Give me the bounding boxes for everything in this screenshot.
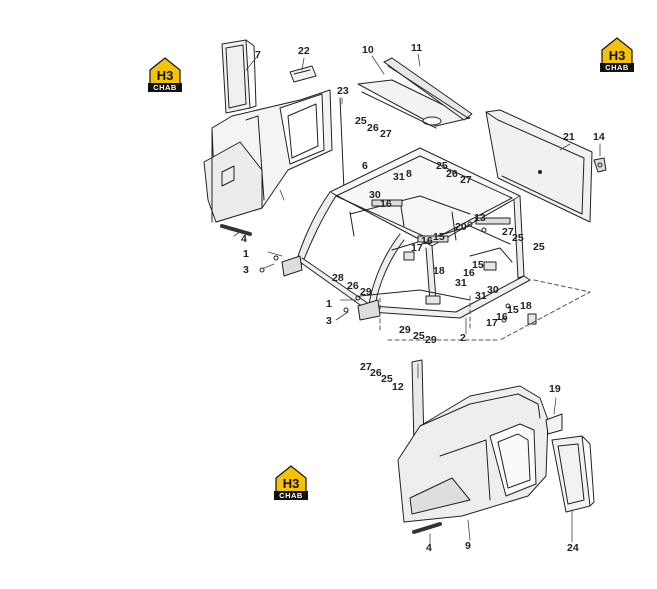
part-2-main-frame bbox=[259, 147, 537, 325]
part-label: 27 bbox=[380, 128, 392, 140]
part-19-plate bbox=[545, 413, 563, 435]
part-label: 29 bbox=[399, 324, 411, 336]
part-label: 27 bbox=[360, 361, 372, 373]
brand-logo: H3 CHAB bbox=[148, 56, 182, 92]
brand-logo: H3 CHAB bbox=[274, 464, 308, 500]
part-label: 25 bbox=[355, 115, 367, 127]
logo-mark: H3 bbox=[283, 476, 300, 491]
logo-mark: H3 bbox=[157, 68, 174, 83]
leader-lines bbox=[233, 53, 601, 545]
part-label: 19 bbox=[549, 383, 561, 395]
part-24-side-cover bbox=[551, 435, 595, 513]
part-label: 30 bbox=[487, 284, 499, 296]
part-label: 23 bbox=[337, 85, 349, 97]
part-label: 25 bbox=[381, 373, 393, 385]
part-label: 26 bbox=[367, 122, 379, 134]
part-label: 8 bbox=[406, 168, 412, 180]
part-label: 25 bbox=[436, 160, 448, 172]
part-7-cover-panel bbox=[221, 39, 257, 114]
part-label: 4 bbox=[426, 542, 432, 554]
part-label: 3 bbox=[243, 264, 249, 276]
part-label: 28 bbox=[332, 272, 344, 284]
part-label: 3 bbox=[326, 315, 332, 327]
part-label: 7 bbox=[255, 49, 261, 61]
part-label: 12 bbox=[392, 381, 404, 393]
part-label: 30 bbox=[369, 189, 381, 201]
part-9-lower-side-panel bbox=[397, 385, 549, 523]
part-label: 26 bbox=[370, 367, 382, 379]
part-label: 1 bbox=[243, 248, 249, 260]
part-label: 27 bbox=[502, 226, 514, 238]
part-label: 6 bbox=[362, 160, 368, 172]
logo-text: CHAB bbox=[274, 491, 308, 500]
part-label: 15 bbox=[433, 231, 445, 243]
part-11-roof-rail bbox=[383, 57, 473, 121]
part-10-roof-liner bbox=[357, 79, 471, 129]
logo-mark: H3 bbox=[609, 48, 626, 63]
part-22-plate bbox=[289, 65, 317, 83]
part-4-trim-strip-upper bbox=[220, 224, 252, 236]
logo-text: CHAB bbox=[600, 63, 634, 72]
part-label: 18 bbox=[520, 300, 532, 312]
house-logo-icon: H3 bbox=[149, 57, 181, 84]
part-label: 24 bbox=[567, 542, 579, 554]
part-label: 17 bbox=[411, 242, 423, 254]
house-logo-icon: H3 bbox=[601, 37, 633, 64]
part-label: 29 bbox=[425, 334, 437, 346]
part-label: 25 bbox=[512, 232, 524, 244]
part-4-trim-strip-lower bbox=[412, 522, 442, 534]
part-label: 9 bbox=[465, 540, 471, 552]
part-label: 27 bbox=[460, 174, 472, 186]
part-label: 15 bbox=[507, 304, 519, 316]
part-label: 22 bbox=[298, 45, 310, 57]
part-label: 16 bbox=[496, 311, 508, 323]
house-logo-icon: H3 bbox=[275, 465, 307, 492]
logo-text: CHAB bbox=[148, 83, 182, 92]
part-label: 1 bbox=[326, 298, 332, 310]
part-label: 15 bbox=[472, 259, 484, 271]
part-label: 25 bbox=[533, 241, 545, 253]
part-label: 13 bbox=[474, 212, 486, 224]
part-label: 31 bbox=[455, 277, 467, 289]
part-label: 31 bbox=[393, 171, 405, 183]
part-label: 18 bbox=[433, 265, 445, 277]
assembly-guide-lines bbox=[379, 279, 591, 341]
part-label: 16 bbox=[380, 198, 392, 210]
part-label: 17 bbox=[486, 317, 498, 329]
part-label: 26 bbox=[347, 280, 359, 292]
part-label: 31 bbox=[475, 290, 487, 302]
part-5-side-shroud bbox=[203, 89, 333, 223]
part-23-rod bbox=[339, 97, 345, 191]
part-label: 11 bbox=[411, 42, 423, 54]
part-label: 14 bbox=[593, 131, 605, 143]
part-label: 25 bbox=[413, 330, 425, 342]
part-label: 21 bbox=[563, 131, 575, 143]
part-label: 16 bbox=[421, 235, 433, 247]
part-label: 2 bbox=[460, 332, 466, 344]
part-label: 4 bbox=[241, 233, 247, 245]
part-21-rear-panel bbox=[485, 109, 593, 223]
part-label: 26 bbox=[446, 168, 458, 180]
brand-logo: H3 CHAB bbox=[600, 36, 634, 72]
part-14-clip bbox=[593, 157, 607, 173]
part-label: 10 bbox=[362, 44, 374, 56]
part-label: 20 bbox=[455, 221, 467, 233]
part-label: 29 bbox=[360, 286, 372, 298]
part-label: 16 bbox=[463, 267, 475, 279]
